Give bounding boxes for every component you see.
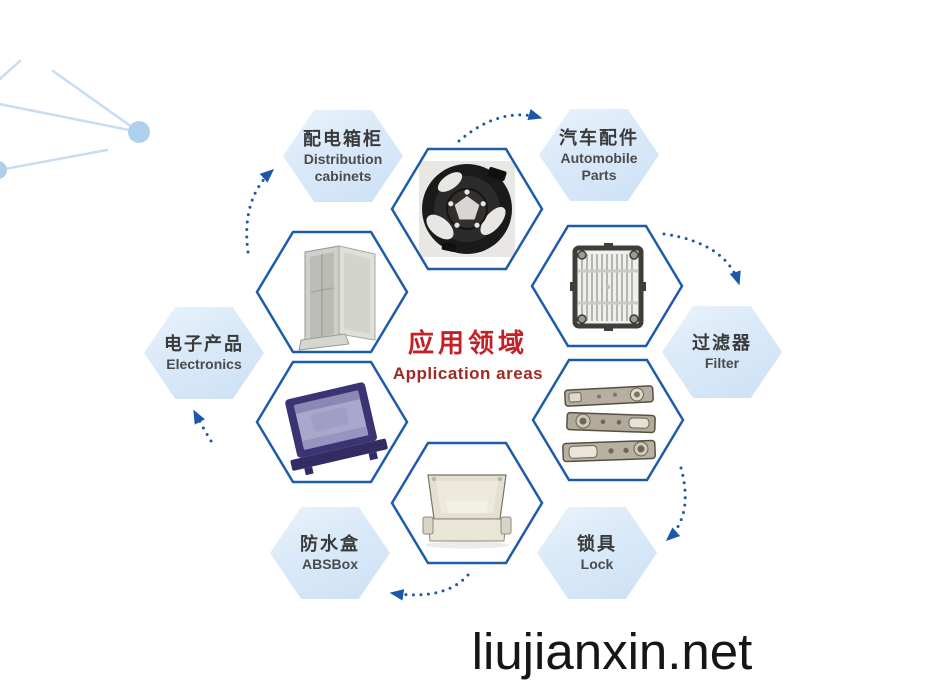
decoration-dot	[128, 121, 150, 143]
node-label-zh: 防水盒	[300, 534, 360, 554]
arrow-automobile-to-filter	[662, 232, 741, 286]
flow-arrows	[192, 108, 741, 601]
watermark-text: liujianxin.net	[471, 623, 753, 680]
decoration-dot	[0, 161, 7, 179]
photo-hex-filter	[530, 224, 684, 348]
arrow-electronics-to-distribution	[245, 168, 275, 254]
center-title-block: 应用领域 Application areas	[368, 327, 568, 384]
node-label-en: cabinets	[314, 167, 372, 184]
node-label-zh: 汽车配件	[559, 127, 639, 148]
node-label-zh: 电子产品	[164, 334, 244, 354]
node-label-zh: 配电箱柜	[303, 128, 383, 149]
photo-hex-white-box	[390, 441, 544, 565]
arrow-distribution-to-automobile	[457, 108, 543, 143]
node-label-en: Distribution	[303, 150, 383, 167]
photo-hex-metal-parts	[531, 358, 685, 482]
arrow-absbox-to-electronics	[192, 409, 213, 443]
photo-hex-brake-plate	[390, 147, 544, 271]
node-label-en: Filter	[704, 355, 740, 371]
node-label-en: ABSBox	[301, 556, 358, 572]
node-label-en: Parts	[581, 166, 617, 183]
center-title-en: Application areas	[392, 364, 544, 383]
brake-plate-photo	[419, 161, 515, 257]
white-box-photo	[422, 474, 512, 549]
photo-hex-cabinet	[255, 230, 409, 354]
filter-grid-photo	[570, 243, 646, 331]
metal-parts-photo	[562, 385, 656, 463]
photo-hex-purple-box	[255, 360, 409, 484]
arrow-lock-to-absbox	[389, 573, 470, 601]
purple-box-photo	[285, 382, 388, 476]
cabinet-photo	[298, 245, 376, 351]
center-title-zh: 应用领域	[407, 328, 528, 358]
node-label-zh: 锁具	[577, 534, 617, 554]
network-decoration	[0, 59, 150, 179]
node-label-en: Automobile	[560, 149, 638, 166]
node-label-zh: 过滤器	[692, 333, 752, 353]
node-label-en: Electronics	[166, 356, 242, 372]
node-label-en: Lock	[580, 556, 614, 572]
